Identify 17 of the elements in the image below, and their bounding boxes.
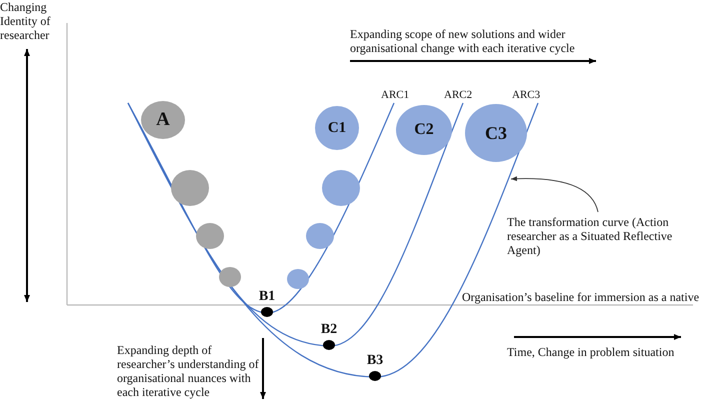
axis-title: Changing Identity of researcher (0, 0, 52, 42)
bubble-label: A (156, 109, 170, 131)
point-label: B3 (366, 353, 384, 368)
point-label: B2 (320, 322, 338, 337)
leader-line (510, 176, 598, 212)
point-label: B1 (258, 289, 276, 304)
baseline-label: Organisation’s baseline for immersion as a native (462, 290, 700, 304)
bubble-label: C1 (328, 120, 346, 136)
axis-title: Time, Change in problem situation (507, 345, 676, 359)
bubble-label: C3 (485, 122, 507, 144)
arc-label: ARC1 (381, 88, 410, 102)
bubble-label: C2 (414, 121, 434, 139)
annotation-text: The transformation curve (Action researcher as a Situated Reflective Agent) (507, 215, 682, 257)
arc-label: ARC3 (512, 88, 542, 102)
scope-note: Expanding scope of new solutions and wider organisational change with each iterative cycle (350, 27, 576, 55)
arc-label: ARC2 (444, 88, 474, 102)
depth-note: Expanding depth of researcher’s understanding of organisational nuances with each iterative cycle (117, 343, 260, 399)
